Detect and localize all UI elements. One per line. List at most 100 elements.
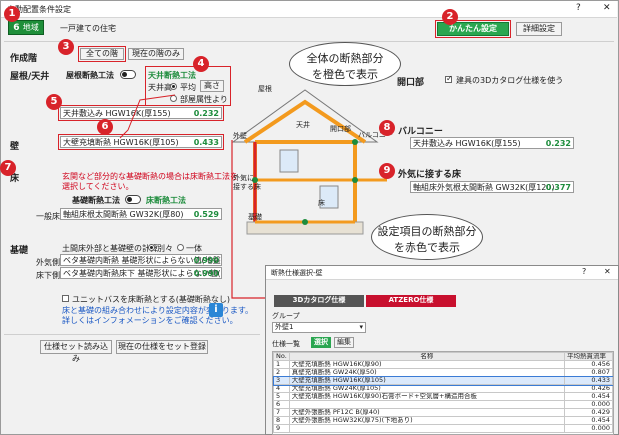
highlight-wall-field [58, 134, 224, 150]
base-separate-radio[interactable] [148, 244, 155, 251]
highlight-all-floors [78, 46, 126, 62]
balcony-spec-value: 0.232 [545, 139, 571, 148]
diagram-opening-label: 開口部 [330, 125, 351, 133]
dialog-close-icon[interactable]: ✕ [604, 267, 611, 276]
base-outer-value: 0.990 [193, 256, 219, 265]
base-method-toggle[interactable] [125, 195, 141, 204]
title-bar: 自動配置条件設定 ? ✕ [1, 1, 617, 18]
tab-atzero[interactable]: ATZERO仕様 [366, 295, 456, 307]
unit-bath-checkbox[interactable] [62, 295, 69, 302]
base-floor-label: 床下側 [36, 271, 60, 280]
badge-4: 4 [193, 56, 209, 72]
row-no: 5 [273, 392, 290, 401]
callout-red-line1: 設定項目の断熱部分 [377, 225, 477, 238]
callout-orange-line2: を橙色で表示 [312, 68, 378, 81]
group-label: グループ [272, 312, 300, 320]
help-icon[interactable]: ? [576, 3, 581, 13]
group-select[interactable]: 外壁1▾ [272, 322, 366, 333]
wall-heading: 壁 [10, 142, 20, 152]
create-range-heading: 作成階 [10, 54, 38, 64]
callout-orange-line1: 全体の断熱部分 [306, 52, 384, 65]
row-no: 7 [273, 408, 290, 417]
row-name [288, 400, 566, 409]
diagram-balcony-label: バルコニー [358, 131, 393, 139]
height-button[interactable]: 高さ [200, 80, 224, 92]
info-icon[interactable]: i [209, 303, 223, 317]
outside-floor-spec-value: 0.377 [545, 183, 571, 192]
ceiling-room-label: 部屋属性より [180, 95, 228, 104]
unit-bath-label: ユニットバスを床断熱とする(基礎断熱なし) [72, 295, 231, 304]
base-separate-label: 別々 [157, 244, 173, 253]
select-button[interactable]: 選択 [311, 337, 331, 348]
close-icon[interactable]: ✕ [603, 3, 611, 13]
insulation-spec-dialog: 断熱仕様選択-壁 ? ✕ 3Dカタログ仕様 ATZERO仕様 グループ 外壁1▾… [265, 265, 619, 435]
diagram-outside-floor-label-2: 接する床 [233, 183, 261, 191]
badge-3: 3 [58, 39, 74, 55]
all-floors-button[interactable]: 全ての階 [80, 48, 124, 60]
register-spec-set-button[interactable]: 現在の仕様をセット登録 [116, 340, 208, 354]
dialog-help-icon[interactable]: ? [582, 267, 587, 276]
row-name: 大壁充填断熱 HGW16K(厚90) [288, 360, 566, 369]
region-tab[interactable]: 6 地域 [8, 20, 44, 35]
base-unified-radio[interactable] [177, 244, 184, 251]
row-name [288, 424, 566, 433]
row-no: 4 [273, 384, 290, 393]
floor-note-1: 玄関など部分的な基礎断熱の場合は床断熱工法を [62, 172, 238, 181]
roof-spec-field[interactable]: 天井敷込み HGW16K(厚155)0.232 [60, 107, 222, 119]
current-floor-button[interactable]: 現在の階のみ [128, 48, 184, 60]
floor-spec-field[interactable]: 軸組床根太間断熱 GW32K(厚80)0.529 [60, 208, 222, 220]
diagram-base-label: 基礎 [248, 213, 262, 221]
roof-heading: 屋根/天井 [10, 72, 50, 82]
row-no: 3 [273, 376, 290, 385]
base-calc-label: 土間床外部と基礎壁の計算 [62, 244, 158, 253]
base-outer-label: 外気側 [36, 258, 60, 267]
callout-red: 設定項目の断熱部分 を赤色で表示 [371, 214, 483, 260]
detail-setup-button[interactable]: 詳細設定 [516, 22, 562, 36]
outside-floor-spec-field[interactable]: 軸組床外気根太間断熱 GW32K(厚120)0.377 [410, 181, 574, 193]
house-diagram [231, 89, 387, 235]
row-name: 大壁充填断熱 GW24K(厚105) [288, 384, 566, 393]
row-u-value: 0.807 [564, 368, 613, 377]
row-u-value: 0.426 [564, 384, 613, 393]
diagram-wall-label: 外壁 [233, 132, 247, 140]
unit-bath-note-1: 床と基礎の組み合わせにより設定内容が変わります。 [62, 306, 254, 315]
row-name: 大壁外張断熱 HGW32K(厚75)(下地あり) [288, 416, 566, 425]
roof-method-toggle[interactable] [120, 70, 136, 79]
diagram-outside-floor-label-1: 外気に [233, 174, 254, 182]
row-u-value: 0.456 [564, 360, 613, 369]
row-u-value: 0.454 [564, 416, 613, 425]
tab-3d-catalog[interactable]: 3Dカタログ仕様 [274, 295, 364, 307]
load-spec-set-button[interactable]: 仕様セット読み込み [40, 340, 112, 363]
highlight-easy [435, 20, 511, 38]
opening-catalog-checkbox[interactable] [445, 74, 453, 83]
row-name: 真壁充填断熱 GW24K(厚50) [288, 368, 566, 377]
row-u-value: 0.000 [564, 400, 613, 409]
row-no: 1 [273, 360, 290, 369]
easy-setup-button[interactable]: かんたん設定 [437, 22, 509, 36]
wall-spec-field[interactable]: 大壁充填断熱 HGW16K(厚105)0.433 [60, 136, 222, 148]
chevron-down-icon: ▾ [359, 323, 363, 331]
table-row[interactable]: 6 0.000 [273, 400, 613, 409]
edit-button[interactable]: 編集 [334, 337, 354, 348]
row-u-value: 0.433 [564, 376, 613, 385]
row-no: 6 [273, 400, 290, 409]
base-floor-field[interactable]: ベタ基礎内断熱床下 基礎形状によらない値(0.990 [60, 267, 222, 279]
callout-orange: 全体の断熱部分 を橙色で表示 [289, 42, 401, 86]
row-u-value: 0.429 [564, 408, 613, 417]
badge-8: 8 [379, 120, 395, 136]
ceiling-height-label: 天井高 [148, 83, 172, 92]
table-header: No. 名称 平均熱貫流率 [273, 352, 613, 361]
balcony-spec-field[interactable]: 天井敷込み HGW16K(厚155)0.232 [410, 137, 574, 149]
row-no: 9 [273, 424, 290, 433]
ceiling-avg-radio[interactable] [170, 83, 177, 90]
badge-5: 5 [46, 94, 62, 110]
